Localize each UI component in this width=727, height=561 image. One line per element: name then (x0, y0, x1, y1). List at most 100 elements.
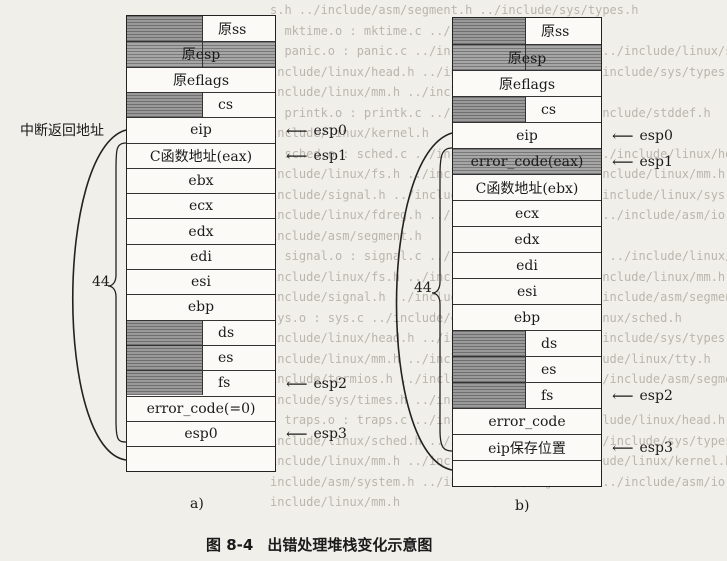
cell-divider (525, 45, 526, 70)
stack-cell: 原ss (127, 16, 275, 42)
arrow-left-icon: ⟵ (286, 147, 308, 166)
arrow-left-icon: ⟵ (612, 127, 634, 145)
stack-cell: C函数地址(eax) (127, 142, 275, 168)
stack-cell: 原eflags (127, 66, 275, 92)
stack-pointer-label: esp1 (639, 154, 673, 170)
stack-cell: ebx (127, 167, 275, 193)
stack-cell: esi (127, 269, 275, 294)
stack-cell: edi (127, 243, 275, 269)
brace-a-curly (107, 142, 127, 443)
shaded-region (453, 18, 525, 44)
stack-cell-label: edi (190, 248, 212, 265)
stack-cell-label: ebp (513, 309, 541, 326)
shaded-region (453, 97, 525, 122)
stack-cell-label: esp0 (184, 425, 218, 442)
stack-cell-label: 原esp (507, 50, 547, 67)
stack-pointer-label: esp0 (639, 128, 673, 144)
stack-cell: ebp (127, 294, 275, 319)
stack-pointer-marker: ⟵esp3 (286, 422, 347, 447)
stack-cell: fs (453, 382, 601, 408)
stack-cell-label: C函数地址(ebx) (475, 180, 579, 197)
stack-pointer-label: esp2 (313, 375, 347, 392)
stack-cell-label: ds (218, 324, 235, 341)
stack-cell: C函数地址(ebx) (453, 174, 601, 200)
figure-title: 出错处理堆栈变化示意图 (267, 536, 433, 554)
stack-cell-label: ecx (188, 198, 214, 215)
stack-cell (453, 460, 601, 486)
stack-cell-label: error_code (488, 413, 566, 430)
stack-cell: 原ss (453, 18, 601, 44)
shaded-region (127, 345, 202, 371)
cell-divider (525, 97, 526, 122)
stack-pointer-marker: ⟵esp0 (286, 118, 347, 143)
shaded-region (127, 92, 202, 118)
stack-cell-label: edx (188, 223, 214, 240)
arrow-left-icon: ⟵ (286, 121, 308, 140)
arrow-left-icon: ⟵ (286, 374, 308, 393)
stack-cell-label: esi (517, 283, 537, 300)
stack-cell: es (127, 344, 275, 371)
cell-divider (202, 345, 203, 371)
stack-cell-label: es (218, 350, 234, 367)
stack-cell: error_code(eax) (453, 148, 601, 174)
cell-divider (525, 18, 526, 44)
arrow-left-icon: ⟵ (612, 387, 634, 405)
stack-cell-label: eip (516, 127, 538, 144)
shaded-region (127, 320, 202, 345)
stack-cell-label: eip (190, 122, 212, 139)
stack-cell-label: ebp (187, 299, 215, 316)
stack-cell: cs (453, 96, 601, 122)
cell-divider (202, 42, 203, 67)
stack-cell: error_code (453, 408, 601, 434)
stack-cell: edx (453, 226, 601, 252)
cell-divider (202, 371, 203, 396)
stack-cell-label: ecx (514, 205, 540, 222)
cell-divider (202, 320, 203, 345)
stack-cell: 原esp (453, 44, 601, 70)
shaded-region (453, 357, 525, 382)
stack-cell-label: cs (218, 97, 234, 114)
stack-cell: cs (127, 91, 275, 118)
diagram-b-sublabel: b) (515, 498, 530, 514)
stack-cell-label: 原ss (218, 21, 247, 38)
stack-cell-label: es (541, 361, 557, 378)
brace-b-curly (431, 147, 453, 452)
interrupt-return-address-label: 中断返回地址 (20, 123, 104, 139)
stack-pointer-label: esp1 (313, 148, 347, 165)
stack-cell-label: 原ss (541, 24, 570, 40)
stack-pointer-marker: ⟵ esp2 (286, 371, 347, 396)
arrow-left-icon: ⟵ (286, 425, 308, 444)
stack-cell: fs (127, 370, 275, 396)
stack-pointer-marker: ⟵ esp0 (612, 123, 673, 149)
diagram-a-sublabel: a) (190, 496, 204, 512)
stack-cell-label: C函数地址(eax) (149, 148, 253, 165)
stack-pointer-marker: ⟵ esp1 (286, 144, 347, 169)
stack-cell-label: ds (541, 335, 558, 352)
stack-pointer-marker: ⟵esp1 (612, 149, 673, 175)
stack-cell: es (453, 356, 601, 382)
stack-cell-label: eip保存位置 (488, 440, 566, 457)
brace-b-label: 44 (414, 280, 432, 296)
shaded-region (453, 383, 525, 408)
cell-divider (202, 92, 203, 118)
shaded-region (127, 16, 202, 42)
brace-b-curve (395, 132, 453, 471)
stack-cell (127, 446, 275, 471)
brace-a-label: 44 (92, 274, 110, 290)
stack-cell: ds (453, 330, 601, 356)
stack-cell: eip保存位置 (453, 434, 601, 460)
stack-cell-label: edx (514, 231, 540, 248)
stack-cell: esi (453, 278, 601, 304)
stack-cell: error_code(=0) (127, 395, 275, 421)
shaded-region (453, 331, 525, 356)
figure-number: 图 8-4 (206, 536, 254, 554)
stack-pointer-label: esp3 (639, 440, 673, 456)
stack-cell: edi (453, 252, 601, 278)
stack-cell: ebp (453, 304, 601, 330)
stack-cell-label: cs (541, 101, 557, 118)
stack-cell-label: fs (218, 375, 231, 392)
cell-divider (525, 383, 526, 408)
stack-cell-label: ebx (188, 172, 214, 189)
